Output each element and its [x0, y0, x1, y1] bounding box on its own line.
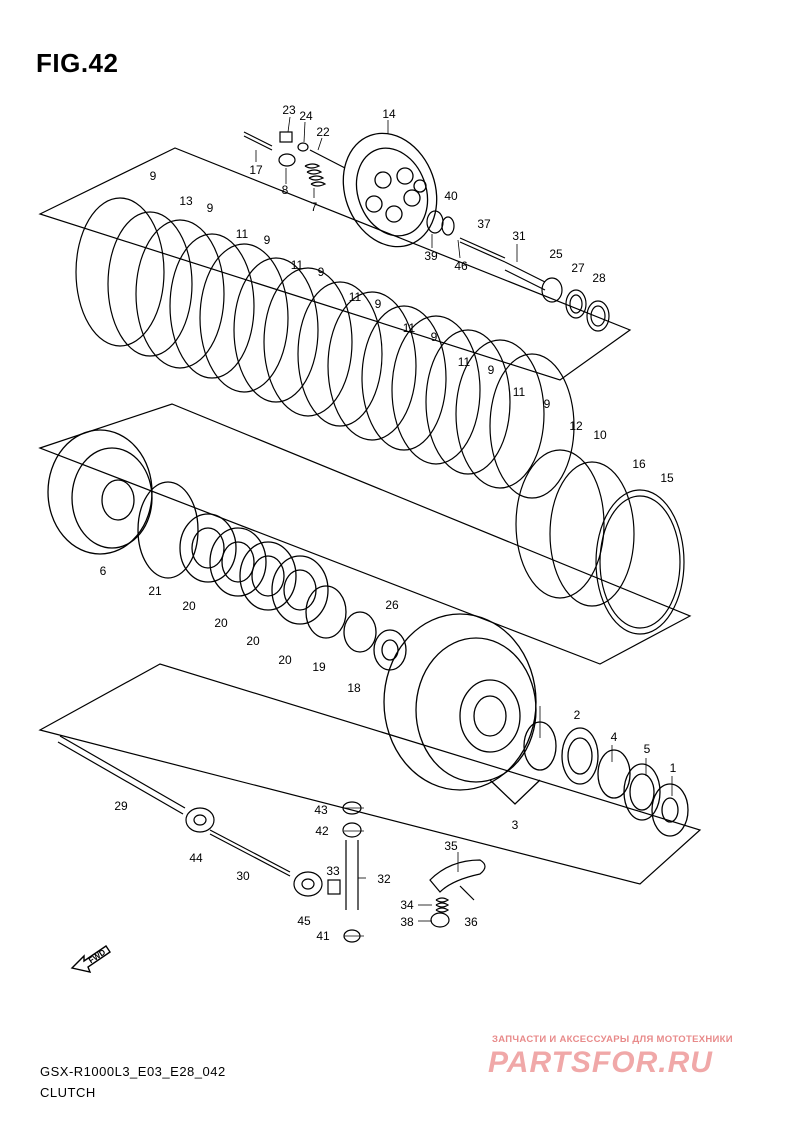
callout-9: 9	[206, 201, 214, 215]
callout-39: 39	[424, 249, 438, 263]
callout-11: 11	[348, 290, 362, 304]
model-code: GSX-R1000L3_E03_E28_042	[40, 1064, 226, 1079]
clutch-hub-drawing	[47, 429, 407, 671]
callout-24: 24	[299, 109, 313, 123]
callout-11: 11	[402, 321, 416, 335]
callout-21: 21	[148, 584, 162, 598]
callout-34: 34	[400, 898, 414, 912]
push-rod-drawing	[57, 735, 323, 897]
callout-44: 44	[189, 851, 203, 865]
callout-42: 42	[315, 824, 329, 838]
callout-9: 9	[149, 169, 157, 183]
callout-28: 28	[592, 271, 606, 285]
callout-13: 13	[179, 194, 193, 208]
figure-name: CLUTCH	[40, 1085, 96, 1100]
callout-1: 1	[669, 761, 677, 775]
callout-27: 27	[571, 261, 585, 275]
callout-9: 9	[263, 233, 271, 247]
callout-31: 31	[512, 229, 526, 243]
callout-11: 11	[512, 385, 526, 399]
callout-16: 16	[632, 457, 646, 471]
callout-7: 7	[310, 200, 318, 214]
callout-20: 20	[246, 634, 260, 648]
callout-14: 14	[382, 107, 396, 121]
callout-46: 46	[454, 259, 468, 273]
callout-4: 4	[610, 730, 618, 744]
callout-25: 25	[549, 247, 563, 261]
callout-10: 10	[593, 428, 607, 442]
watermark-tagline: ЗАПЧАСТИ И АКСЕССУАРЫ ДЛЯ МОТОТЕХНИКИ	[492, 1034, 733, 1045]
callout-32: 32	[377, 872, 391, 886]
callout-40: 40	[444, 189, 458, 203]
figure-title: FIG.42	[36, 48, 119, 78]
clutch-plate-stack	[75, 197, 685, 635]
callout-12: 12	[569, 419, 583, 433]
callout-8: 8	[281, 183, 289, 197]
callout-9: 9	[374, 297, 382, 311]
callout-9: 9	[317, 265, 325, 279]
callout-26: 26	[385, 598, 399, 612]
callout-6: 6	[99, 564, 107, 578]
callout-2: 2	[573, 708, 581, 722]
callout-45: 45	[297, 914, 311, 928]
callout-41: 41	[316, 929, 330, 943]
callout-20: 20	[182, 599, 196, 613]
callout-33: 33	[326, 864, 340, 878]
callout-9: 9	[430, 330, 438, 344]
lower-group-outline	[38, 663, 702, 885]
callout-3: 3	[511, 818, 519, 832]
callout-17: 17	[249, 163, 263, 177]
callout-29: 29	[114, 799, 128, 813]
callout-36: 36	[464, 915, 478, 929]
forward-arrow-icon: FWD	[70, 945, 111, 973]
callout-37: 37	[477, 217, 491, 231]
callout-11: 11	[457, 355, 471, 369]
callout-5: 5	[643, 742, 651, 756]
pressure-plate-drawing	[342, 132, 438, 248]
callout-9: 9	[543, 397, 551, 411]
callout-20: 20	[214, 616, 228, 630]
callout-19: 19	[312, 660, 326, 674]
callout-30: 30	[236, 869, 250, 883]
watermark-brand: PARTSFOR.RU	[488, 1046, 713, 1079]
callout-11: 11	[235, 227, 249, 241]
callout-22: 22	[316, 125, 330, 139]
upper-group-outline	[38, 147, 632, 381]
callout-9: 9	[487, 363, 495, 377]
callout-15: 15	[660, 471, 674, 485]
release-shaft-drawing	[327, 801, 486, 943]
primary-driven-gear-drawing	[383, 613, 689, 837]
callout-38: 38	[400, 915, 414, 929]
callout-20: 20	[278, 653, 292, 667]
callout-35: 35	[444, 839, 458, 853]
callout-11: 11	[290, 258, 304, 272]
callout-18: 18	[347, 681, 361, 695]
callout-23: 23	[282, 103, 296, 117]
callout-43: 43	[314, 803, 328, 817]
middle-group-outline	[38, 403, 692, 665]
